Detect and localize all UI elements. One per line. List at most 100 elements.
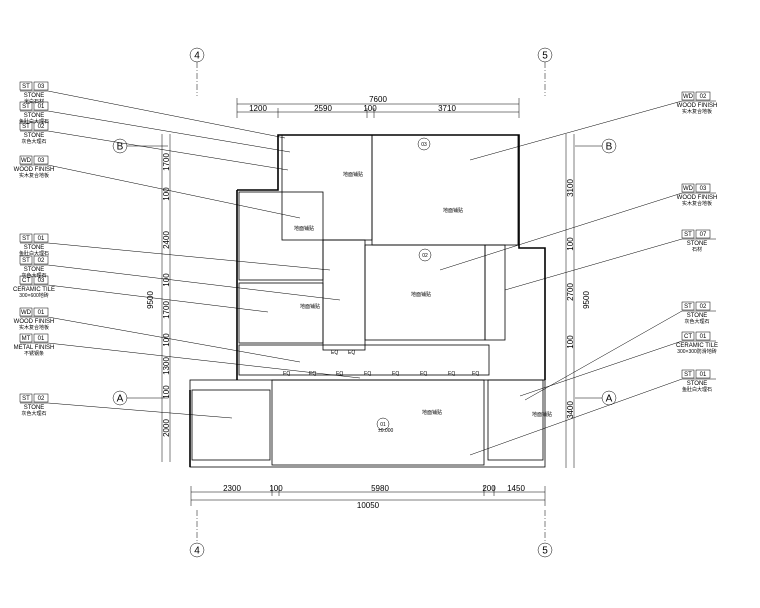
tag-sub: 鱼肚白大理石 (19, 250, 49, 257)
tag-name: METAL FINISH (14, 345, 55, 351)
tag-sub: 不锈钢条 (24, 350, 44, 357)
tag-code: WD (683, 186, 694, 192)
tag-name: STONE (24, 113, 45, 119)
tag-sub: 300×300防滑地砖 (677, 348, 717, 355)
tag-number: 03 (38, 278, 45, 284)
leader-line (20, 402, 233, 419)
tag-sub: 鱼肚白大理石 (682, 386, 712, 393)
note-paving-bedroom: 地面铺贴 (294, 225, 314, 232)
tag-code: WD (21, 158, 32, 164)
tag-number: 01 (38, 104, 45, 110)
dimension-bottom: 2300 100 5980 200 1450 10050 (190, 484, 546, 510)
note-paving-hall: 地面铺贴 (422, 409, 442, 416)
svg-text:EQ: EQ (283, 371, 290, 377)
svg-text:2400: 2400 (162, 231, 171, 249)
room-hall-stone (271, 379, 485, 466)
dimension-right: 9500 3100 100 2700 100 3400 (565, 134, 591, 468)
svg-text:A: A (117, 394, 124, 405)
tag-name: WOOD FINISH (14, 167, 55, 173)
tag-code: ST (684, 304, 692, 310)
tag-code: CT (22, 278, 30, 284)
grid-axis-b-left: B (112, 138, 168, 154)
plan-outline (189, 134, 546, 468)
grid-axis-4-top: 4 (189, 47, 205, 96)
note-paving-living: 地面铺贴 (411, 291, 431, 298)
tag-name: CERAMIC TILE (676, 343, 718, 349)
svg-text:1200: 1200 (249, 104, 267, 113)
tag-code: CT (684, 334, 692, 340)
tag-sub: 灰色大理石 (21, 410, 46, 417)
leader-line (20, 342, 361, 379)
dimension-top: 7600 1200 2590 100 3710 (236, 95, 520, 118)
marker-01: 01 (376, 417, 390, 431)
svg-text:1700: 1700 (162, 153, 171, 171)
leader-line (504, 238, 716, 291)
svg-text:3100: 3100 (566, 179, 575, 197)
svg-text:EQ: EQ (420, 371, 427, 377)
tag-name: CERAMIC TILE (13, 287, 55, 293)
tag-sub: 灰色大理石 (21, 138, 46, 145)
tag-name: WOOD FINISH (677, 103, 718, 109)
tag-sub: 米白石材 (24, 98, 44, 105)
tag-sub: 实木复合地板 (682, 200, 712, 207)
tag-number: 03 (700, 186, 707, 192)
leader-line (519, 340, 716, 397)
tag-code: ST (22, 236, 30, 242)
leader-line (469, 378, 716, 456)
tag-number: 01 (38, 310, 45, 316)
svg-text:EQ: EQ (348, 350, 355, 356)
svg-text:02: 02 (422, 253, 428, 259)
svg-text:200: 200 (482, 484, 496, 493)
grid-axis-5-top: 5 (537, 47, 553, 96)
tag-code: ST (684, 232, 692, 238)
svg-text:7600: 7600 (369, 95, 387, 104)
tag-name: WOOD FINISH (677, 195, 718, 201)
grid-axis-4-bottom: 4 (189, 510, 205, 558)
tag-code: ST (22, 258, 30, 264)
svg-text:5980: 5980 (371, 484, 389, 493)
tag-sub: 灰色大理石 (21, 272, 46, 279)
svg-text:1450: 1450 (507, 484, 525, 493)
svg-text:EQ: EQ (392, 371, 399, 377)
svg-text:4: 4 (194, 546, 200, 557)
svg-text:2300: 2300 (223, 484, 241, 493)
svg-text:3400: 3400 (566, 401, 575, 419)
leader-line (524, 310, 716, 401)
svg-text:9500: 9500 (582, 291, 591, 309)
svg-text:A: A (606, 394, 613, 405)
tag-number: 01 (700, 334, 707, 340)
svg-text:03: 03 (421, 142, 427, 148)
svg-text:100: 100 (566, 237, 575, 251)
tag-name: STONE (24, 133, 45, 139)
tag-number: 02 (700, 304, 707, 310)
note-paving-balcony: 地面铺贴 (532, 411, 552, 418)
svg-text:100: 100 (162, 385, 171, 399)
tag-number: 07 (700, 232, 707, 238)
svg-text:EQ: EQ (472, 371, 479, 377)
tag-name: STONE (24, 267, 45, 273)
tag-name: WOOD FINISH (14, 319, 55, 325)
room-kitchen-stone (191, 389, 271, 461)
svg-text:100: 100 (269, 484, 283, 493)
room-balcony-tile (487, 379, 544, 461)
svg-text:5: 5 (542, 51, 548, 62)
tag-name: STONE (24, 405, 45, 411)
corridor-stone (322, 239, 366, 351)
svg-text:100: 100 (566, 335, 575, 349)
grid-axis-a-left: A (112, 390, 168, 406)
svg-text:EQ: EQ (364, 371, 371, 377)
room-herringbone-wood (371, 134, 519, 246)
grid-axis-b-right: B (575, 138, 617, 154)
leader-line (20, 316, 301, 363)
